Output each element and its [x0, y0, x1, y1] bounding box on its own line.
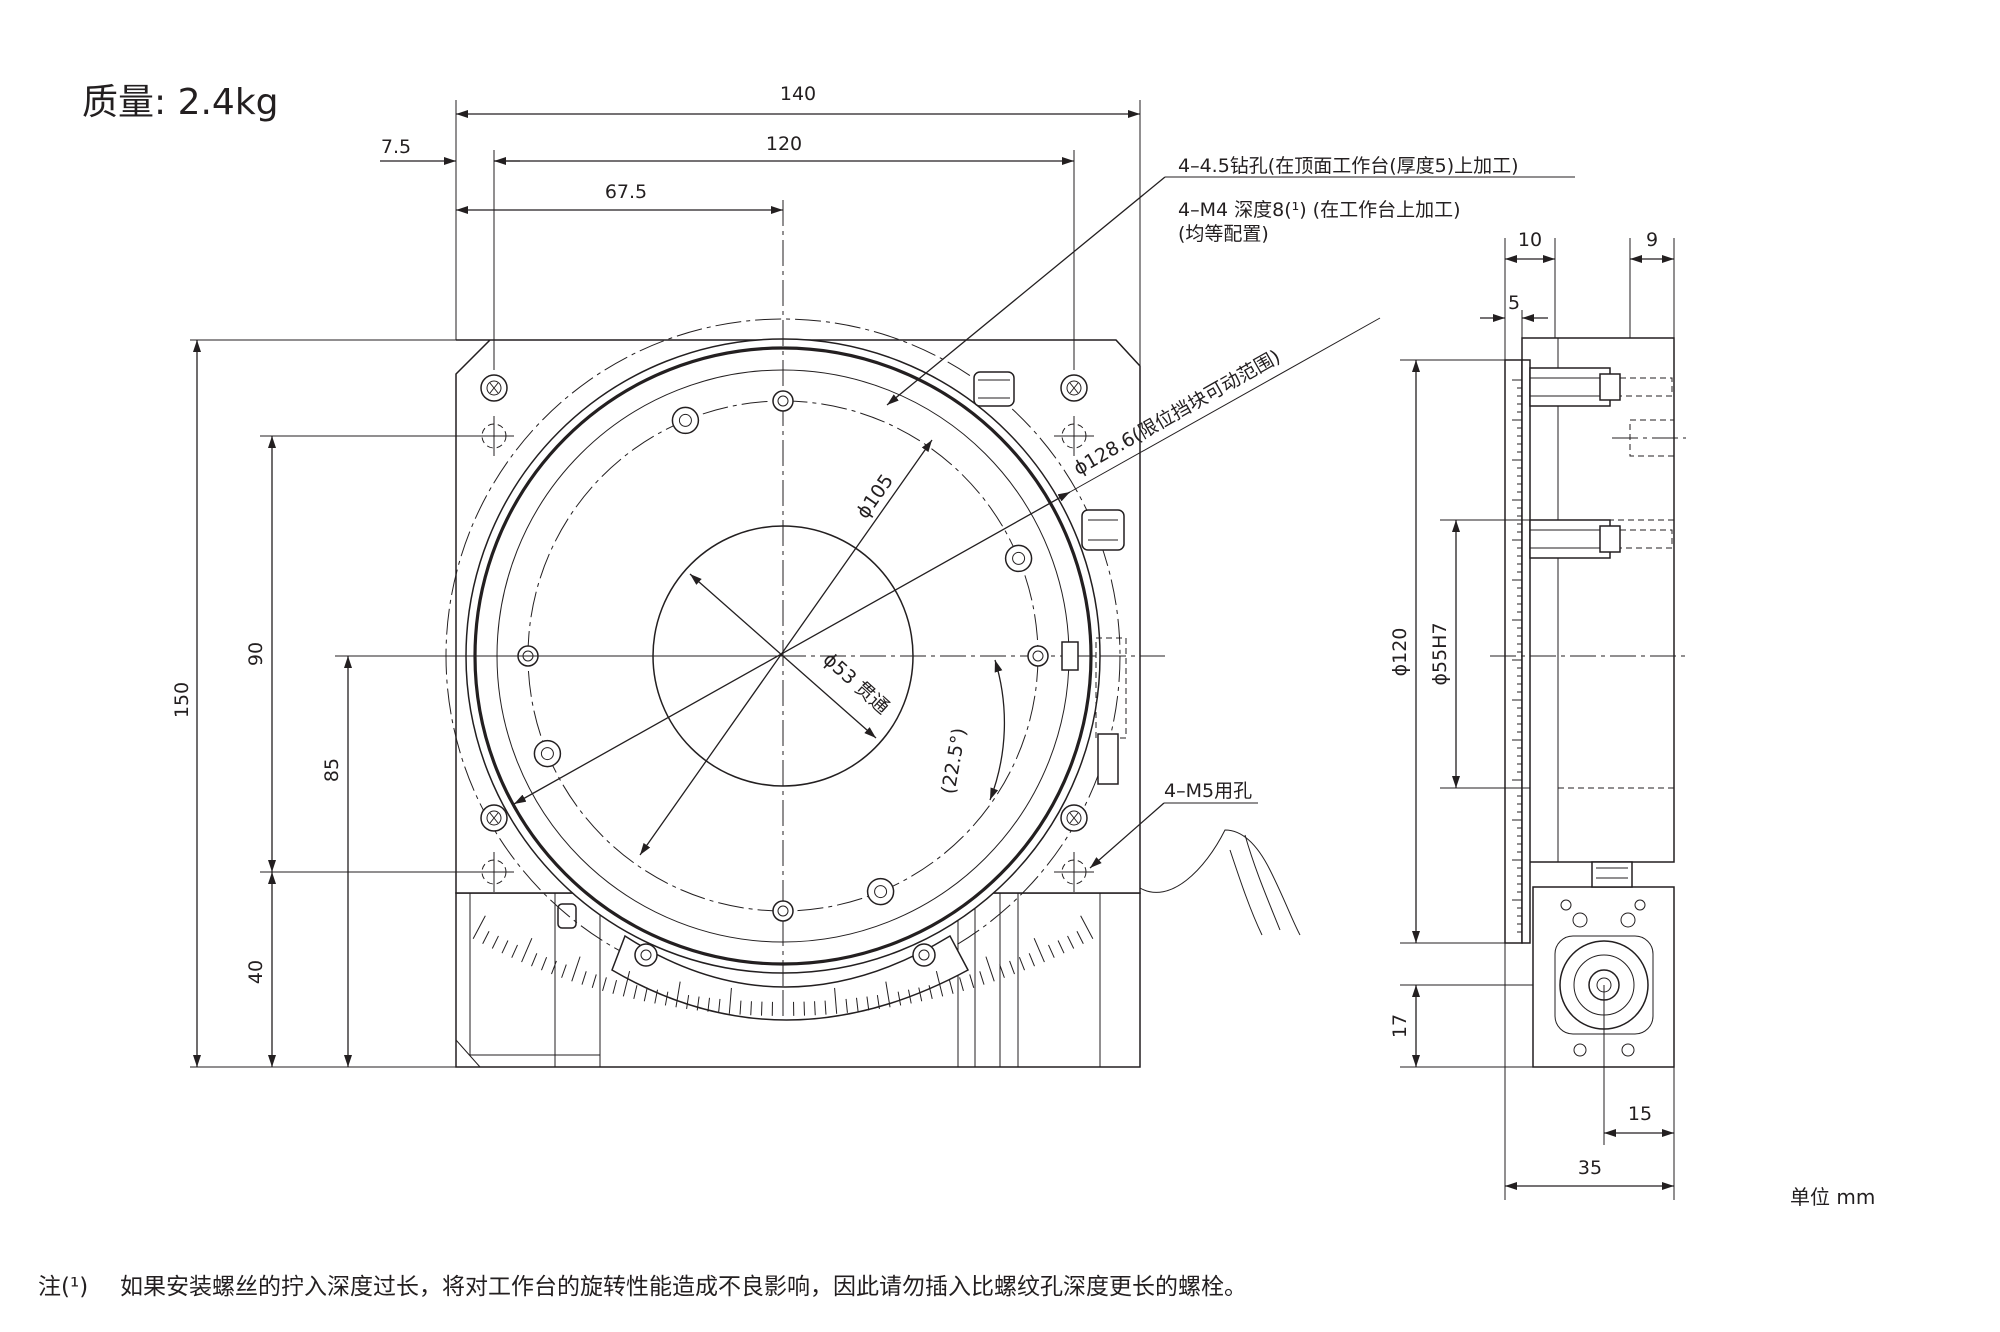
corner-mount-hole — [1060, 804, 1088, 832]
angle-scale — [611, 934, 970, 1021]
dim-height-150: 150 — [171, 682, 193, 718]
table-m4-hole — [533, 739, 562, 768]
callout-m4-holes: 4–M4 深度8(¹) (在工作台上加工) — [1178, 199, 1461, 221]
dim-side-9: 9 — [1646, 229, 1658, 251]
dim-bottom-40: 40 — [245, 960, 267, 984]
table-m4-hole — [671, 406, 700, 435]
table-drill-hole — [772, 390, 794, 412]
dim-hole-pitch-120: 120 — [766, 133, 802, 155]
side-view: 10 9 5 ϕ120 ϕ55H7 17 15 35 — [1389, 229, 1686, 1200]
m5-hole — [1054, 852, 1094, 892]
corner-mount-hole — [480, 804, 508, 832]
footnote-marker: 注(¹) — [38, 1274, 88, 1300]
cable — [1139, 829, 1301, 936]
table-drill-hole — [772, 900, 794, 922]
limit-stop-upper — [973, 371, 1015, 407]
corner-mount-hole — [1060, 374, 1088, 402]
front-view: 140 120 7.5 67.5 150 90 40 85 ϕ105 ϕ53 贯… — [171, 83, 1575, 1068]
dim-side-d55h7: ϕ55H7 — [1429, 622, 1451, 685]
callout-m5-holes: 4–M5用孔 — [1164, 780, 1252, 802]
table-drill-hole — [1027, 645, 1049, 667]
footnote-text: 如果安装螺丝的拧入深度过长，将对工作台的旋转性能造成不良影响，因此请勿插入比螺纹… — [120, 1274, 1247, 1300]
dim-center-67-5: 67.5 — [605, 181, 647, 203]
callout-equal-spacing: (均等配置) — [1178, 223, 1269, 245]
dim-side-15: 15 — [1628, 1103, 1652, 1125]
corner-mount-hole — [480, 374, 508, 402]
dim-side-5: 5 — [1508, 292, 1520, 314]
unit-label: 单位 mm — [1790, 1185, 1875, 1209]
dim-center-85: 85 — [321, 758, 343, 782]
table-m4-hole — [1004, 544, 1033, 573]
weight-label: 质量: 2.4kg — [82, 82, 279, 123]
dim-side-35: 35 — [1578, 1157, 1602, 1179]
limit-stop-lower — [1081, 509, 1125, 551]
dim-side-17: 17 — [1389, 1014, 1411, 1038]
dim-pitch-90: 90 — [245, 642, 267, 666]
dim-side-10: 10 — [1518, 229, 1542, 251]
m5-hole — [1054, 416, 1094, 456]
callout-drill-holes: 4–4.5钻孔(在顶面工作台(厚度5)上加工) — [1178, 155, 1519, 177]
dim-offset-7-5: 7.5 — [381, 136, 411, 158]
table-m4-hole — [866, 877, 895, 906]
side-body — [1521, 337, 1675, 863]
dim-width-140: 140 — [780, 83, 816, 105]
dim-side-d120: ϕ120 — [1389, 628, 1411, 677]
